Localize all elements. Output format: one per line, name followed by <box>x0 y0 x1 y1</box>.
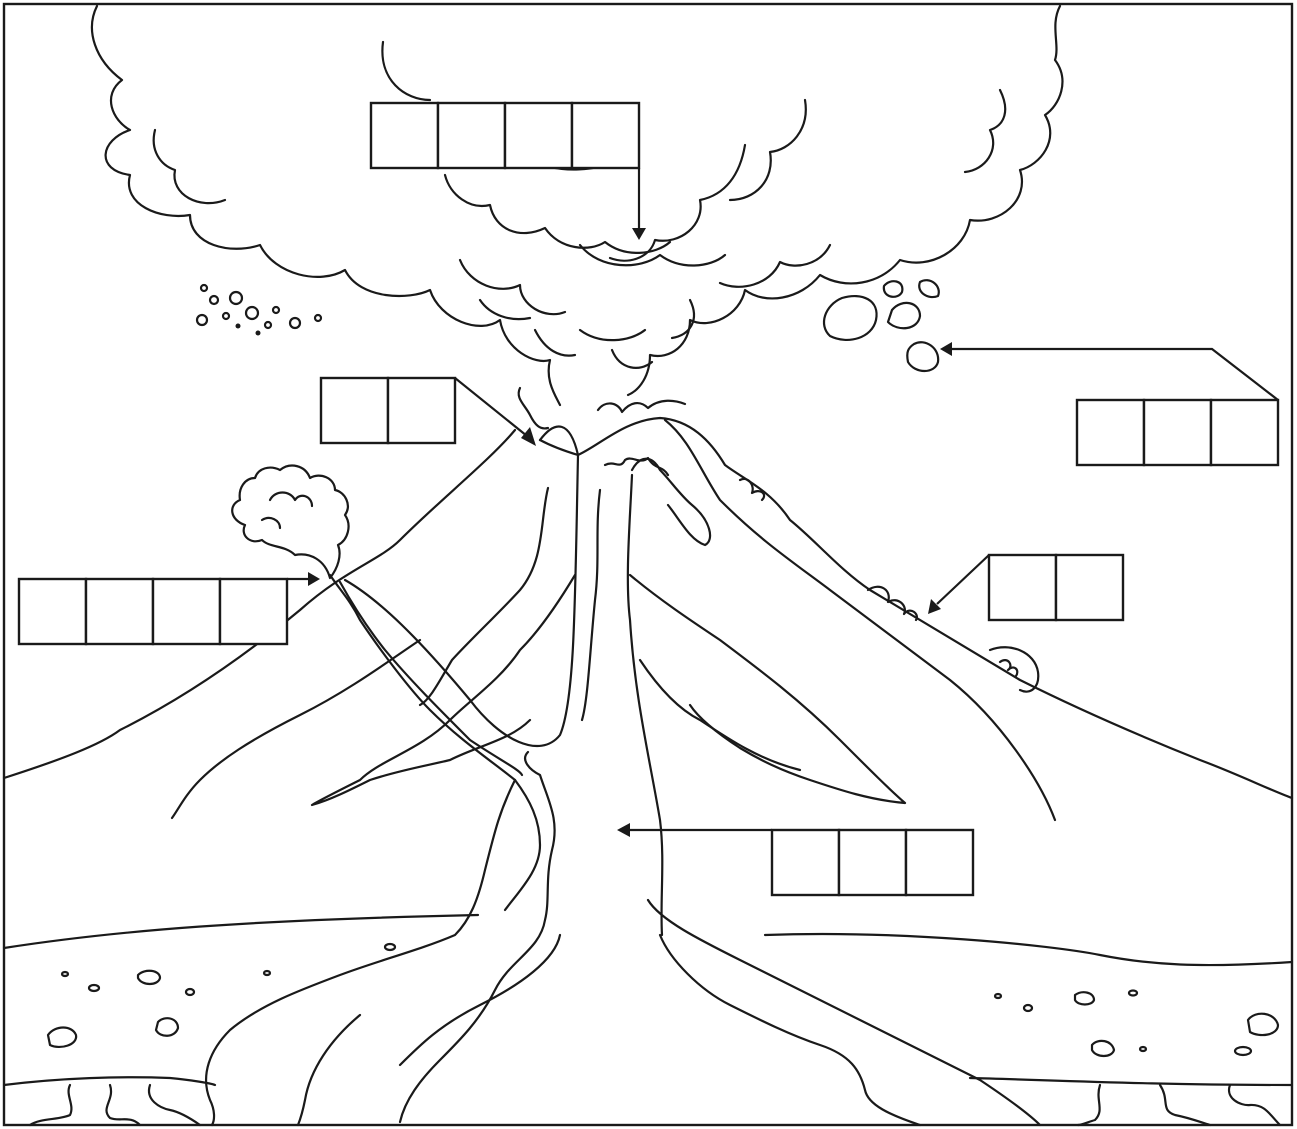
answer-cell[interactable] <box>1054 553 1125 622</box>
label-box-ash-cloud[interactable] <box>369 101 641 170</box>
answer-cell[interactable] <box>770 828 841 897</box>
pointer-arrow-side-vent <box>287 572 320 586</box>
ash-cloud <box>90 4 1064 430</box>
answer-cell[interactable] <box>319 376 390 445</box>
answer-cell[interactable] <box>84 577 155 646</box>
pointer-arrow-lava <box>928 554 990 614</box>
answer-cell[interactable] <box>1075 398 1146 467</box>
answer-cell[interactable] <box>218 577 289 646</box>
ash-particles <box>195 283 323 336</box>
answer-cell[interactable] <box>436 101 507 170</box>
pointer-arrow-crater <box>454 377 536 446</box>
volcanic-bombs <box>822 279 940 373</box>
answer-cell[interactable] <box>503 101 574 170</box>
answer-cell[interactable] <box>151 577 222 646</box>
answer-cell[interactable] <box>17 577 88 646</box>
label-box-lava[interactable] <box>987 553 1125 622</box>
volcano-cone <box>2 416 1294 937</box>
pointer-arrow-ash-cloud <box>632 168 646 240</box>
ground <box>2 913 1294 1127</box>
answer-cell[interactable] <box>904 828 975 897</box>
answer-cell[interactable] <box>570 101 641 170</box>
answer-cell[interactable] <box>837 828 908 897</box>
answer-cell[interactable] <box>1209 398 1280 467</box>
answer-cell[interactable] <box>987 553 1058 622</box>
pointer-arrow-main-vent <box>617 823 772 837</box>
label-box-side-vent[interactable] <box>17 577 289 646</box>
pointer-arrow-volcanic-bombs <box>940 342 1279 401</box>
lava-flow <box>205 750 1042 1127</box>
answer-cell[interactable] <box>369 101 440 170</box>
side-vent-plume <box>231 464 542 912</box>
answer-cell[interactable] <box>386 376 457 445</box>
answer-cell[interactable] <box>1142 398 1213 467</box>
label-box-main-vent[interactable] <box>770 828 975 897</box>
label-box-crater[interactable] <box>319 376 457 445</box>
label-box-volcanic-bombs[interactable] <box>1075 398 1280 467</box>
